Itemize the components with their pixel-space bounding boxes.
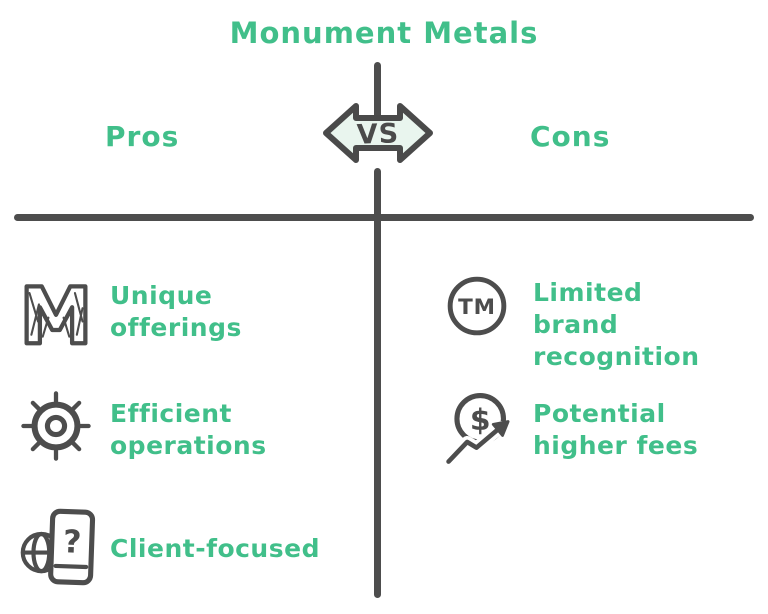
phone-question-icon: ? [20, 506, 96, 588]
list-item-limited-brand-recognition: TM Limited brand recognition [443, 272, 731, 373]
dollar-growth-icon: $ [443, 389, 519, 469]
vs-badge-label: VS [356, 118, 399, 150]
list-item-unique-offerings: Unique offerings [20, 276, 305, 348]
item-label: Client-focused [110, 534, 320, 563]
list-item-potential-higher-fees: $ Potential higher fees [443, 389, 731, 469]
item-label: Efficient operations [110, 399, 267, 460]
vertical-divider-top [374, 62, 381, 122]
trademark-circle-icon: TM [443, 272, 519, 340]
monument-m-logo-icon [20, 276, 92, 348]
item-label: Unique offerings [110, 281, 242, 342]
pros-column-header: Pros [105, 120, 180, 153]
item-label: Potential higher fees [533, 399, 699, 460]
vertical-divider-bottom [374, 168, 381, 598]
list-item-client-focused: ? Client-focused [20, 506, 320, 588]
question-glyph: ? [62, 524, 82, 561]
trademark-glyph: TM [458, 295, 496, 320]
list-item-efficient-operations: Efficient operations [20, 390, 305, 462]
item-label: Limited brand recognition [533, 278, 700, 371]
cons-column-header: Cons [530, 120, 611, 153]
vs-badge-icon: VS [323, 103, 433, 163]
horizontal-divider [14, 214, 754, 221]
gear-icon [20, 390, 92, 462]
page-title: Monument Metals [229, 16, 539, 50]
dollar-glyph: $ [470, 403, 491, 438]
